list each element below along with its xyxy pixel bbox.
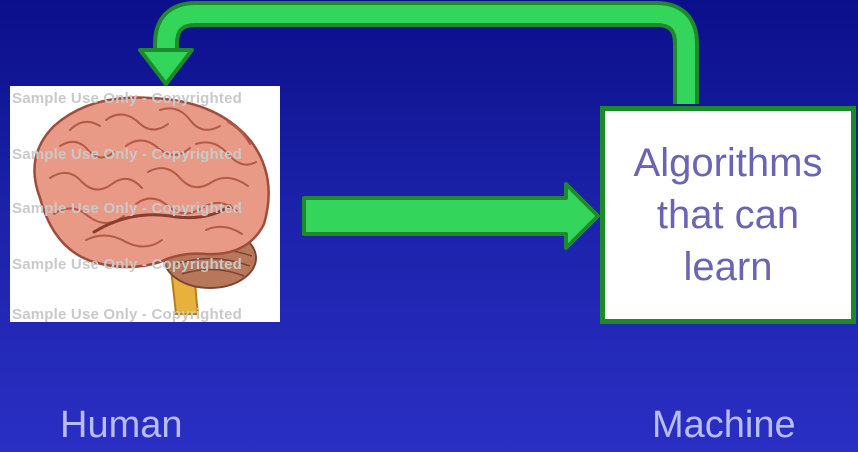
- watermark-text: Sample Use Only - Copyrighted: [12, 90, 280, 107]
- watermark-text: Sample Use Only - Copyrighted: [12, 256, 280, 273]
- forward-arrow: [304, 184, 598, 248]
- algorithm-line: that can: [613, 189, 843, 241]
- watermark-text: Sample Use Only - Copyrighted: [12, 306, 280, 322]
- watermark-text: Sample Use Only - Copyrighted: [12, 146, 280, 163]
- human-label: Human: [60, 404, 183, 447]
- algorithm-box-text: Algorithms that can learn: [613, 137, 843, 293]
- algorithm-line: learn: [613, 241, 843, 293]
- brain-image: Sample Use Only - Copyrighted Sample Use…: [10, 86, 280, 322]
- watermark-text: Sample Use Only - Copyrighted: [12, 200, 280, 217]
- machine-label: Machine: [652, 404, 796, 447]
- algorithm-box: Algorithms that can learn: [600, 106, 856, 324]
- algorithm-line: Algorithms: [613, 137, 843, 189]
